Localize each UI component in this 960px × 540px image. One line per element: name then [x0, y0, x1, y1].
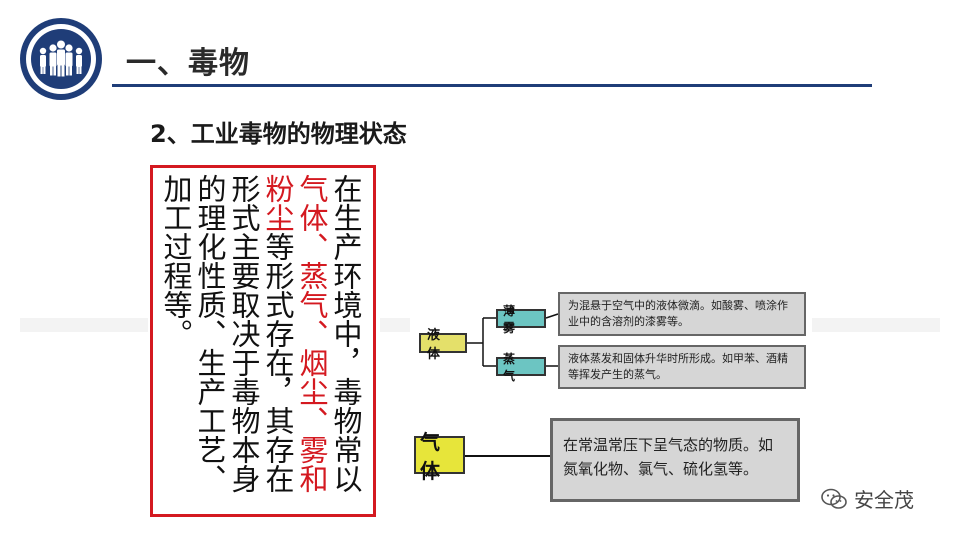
- title-divider: [112, 84, 872, 87]
- background-band-left: [20, 318, 148, 332]
- gas-description: 在常温常压下呈气态的物质。如氮氧化物、氯气、硫化氢等。: [550, 418, 800, 502]
- gas-category-node: 气 体: [414, 430, 465, 483]
- header-logo: [20, 18, 102, 100]
- vertical-description-text: 在生产环境中，毒物常以气体、蒸气、烟尘、雾和粉尘等形式存在，其存在形式主要取决于…: [159, 174, 363, 510]
- mist-node: 薄 雾: [496, 304, 546, 335]
- people-group-icon: [39, 40, 83, 77]
- gas-description-text: 在常温常压下呈气态的物质。如氮氧化物、氯气、硫化氢等。: [563, 436, 774, 478]
- background-band-right: [812, 318, 940, 332]
- vapor-node: 蒸 气: [496, 352, 546, 383]
- liquid-category-node: 液 体: [419, 328, 467, 362]
- description-text-box: 在生产环境中，毒物常以气体、蒸气、烟尘、雾和粉尘等形式存在，其存在形式主要取决于…: [150, 165, 376, 517]
- watermark-text: 安全茂: [854, 488, 914, 512]
- text-segment-rest: 等形式存在，其存在形式主要取决于毒物本身的理化性质、生产工艺、加工过程等。: [159, 174, 295, 493]
- text-segment-highlight: 气体、蒸气、烟尘、雾和粉尘: [261, 174, 329, 493]
- watermark: 安全茂: [820, 484, 914, 513]
- text-segment-intro: 在生产环境中，毒物常以: [329, 174, 363, 493]
- vapor-description: 液体蒸发和固体升华时所形成。如甲苯、酒精等挥发产生的蒸气。: [558, 345, 806, 389]
- page-title: 一、毒物: [126, 46, 250, 81]
- background-band-mid: [380, 318, 410, 332]
- section-subtitle: 2、工业毒物的物理状态: [150, 120, 407, 148]
- mist-description: 为混悬于空气中的液体微滴。如酸雾、喷涂作业中的含溶剂的漆雾等。: [558, 292, 806, 336]
- wechat-icon: [821, 488, 847, 509]
